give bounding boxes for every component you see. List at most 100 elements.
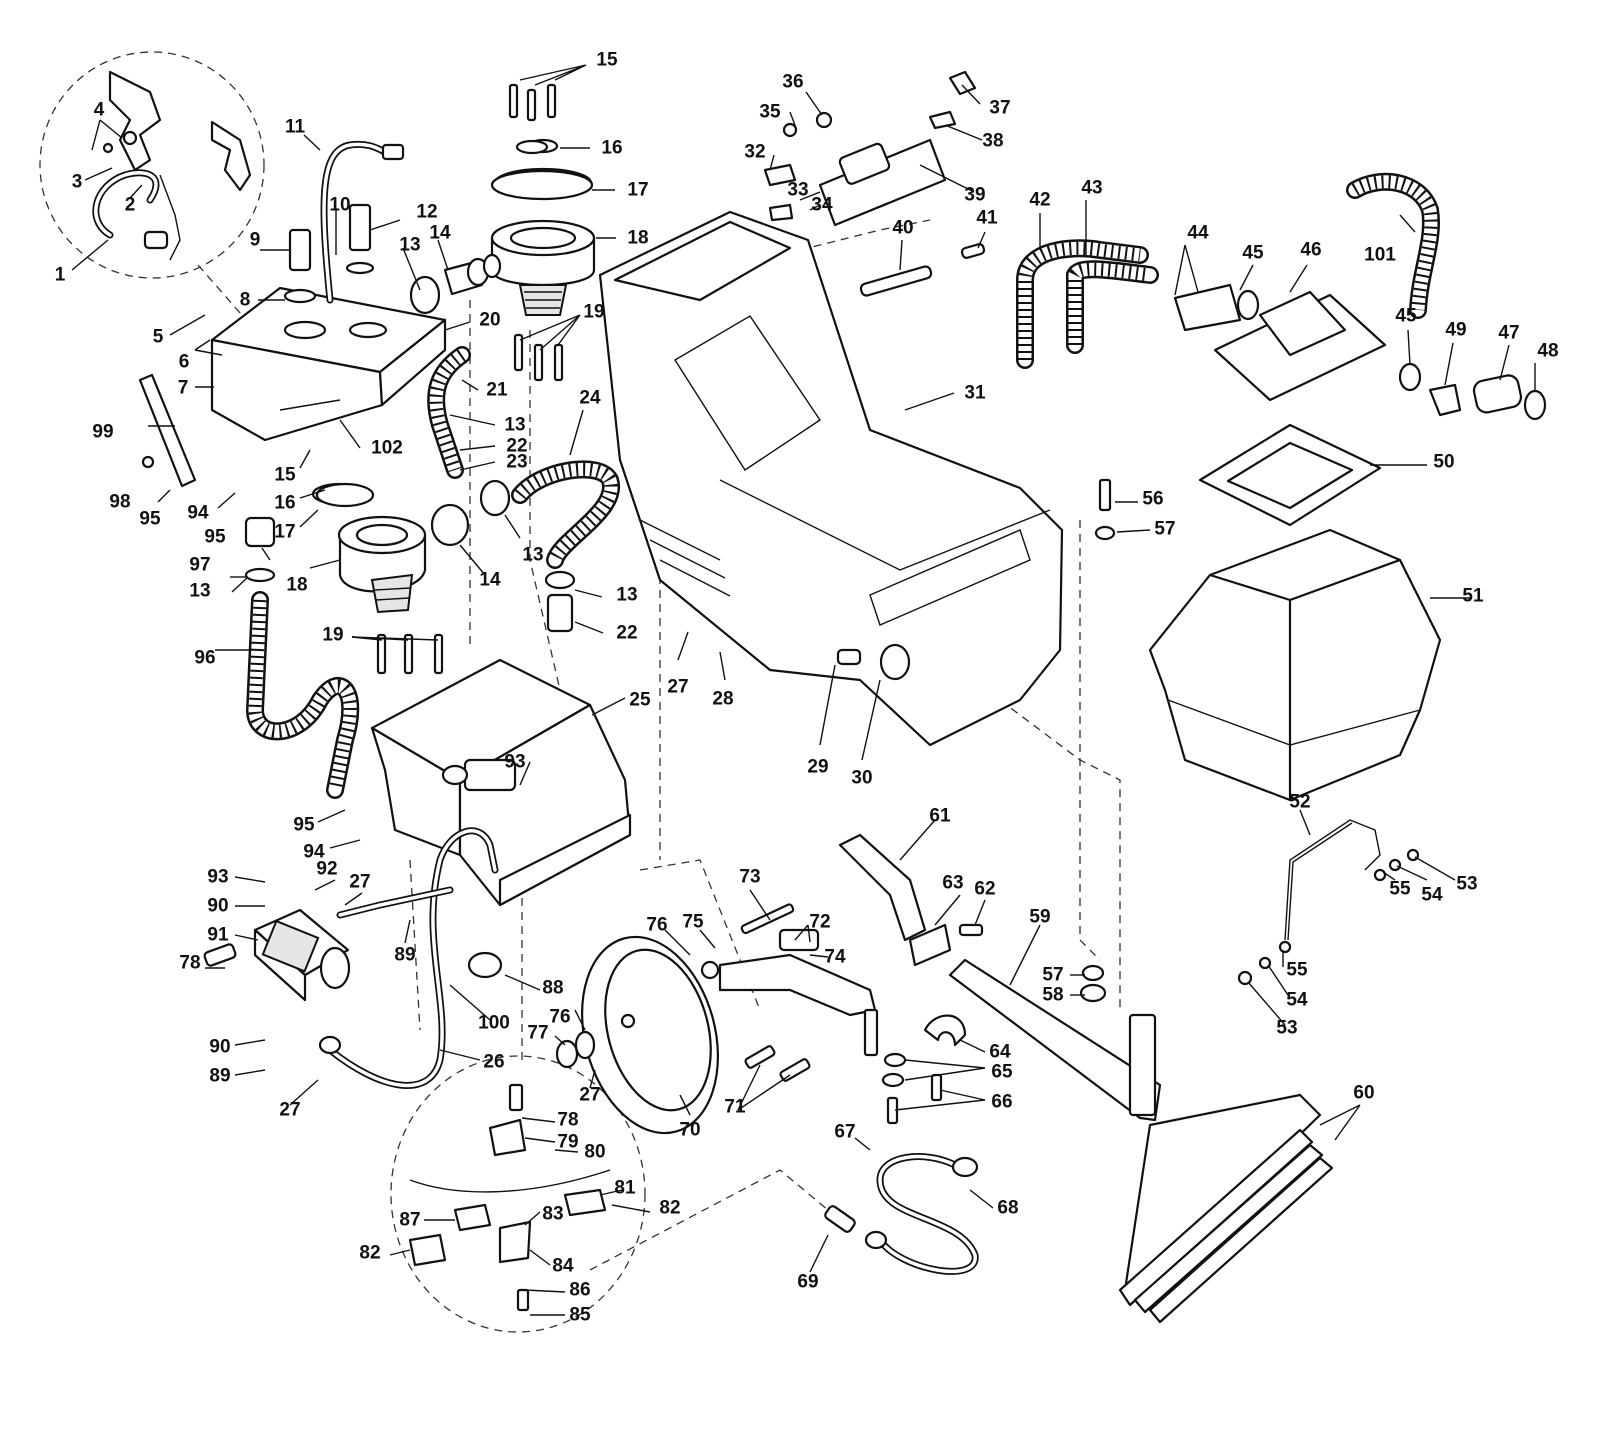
washer-65-b [881,1072,905,1088]
washer-76 [574,1030,596,1060]
washer-57 [1094,525,1116,541]
callout-86: 86 [569,1280,590,1301]
callout-89-b: 89 [209,1066,230,1087]
hoses-42-43 [1016,239,1159,369]
callout-85: 85 [569,1305,591,1326]
callout-94-b: 94 [303,842,325,863]
callout-71: 71 [724,1097,746,1118]
callout-55: 55 [1389,879,1411,900]
bolt-53-b [1237,970,1253,986]
callout-82-b: 82 [359,1243,380,1264]
callout-53: 53 [1456,874,1477,895]
callout-19: 19 [583,302,604,323]
callout-7: 7 [178,378,189,399]
callout-51: 51 [1462,586,1484,607]
callout-10: 10 [329,195,350,216]
washer-57-b [1081,964,1105,982]
callout-92: 92 [316,859,337,880]
screws-19-top [513,333,564,382]
rod-52 [1284,819,1381,941]
callout-90: 90 [207,896,228,917]
gasket-17-lower [315,482,375,508]
pump-housing-25 [370,658,632,907]
washer-88 [467,951,503,979]
axle-bracket [700,903,879,1057]
callout-45-b: 45 [1395,306,1417,327]
gasket-17-top [490,169,594,201]
bracket-61 [838,833,984,967]
bolt-66-a [886,1096,899,1125]
callout-57: 57 [1154,519,1175,540]
callout-79: 79 [557,1132,578,1153]
callout-6: 6 [179,352,190,373]
callout-40: 40 [892,218,913,239]
gasket-14-lower [430,503,470,547]
callout-8: 8 [240,290,251,311]
solution-tank-51 [1148,528,1442,802]
fitting-27-c [318,1035,342,1055]
callout-22: 22 [506,436,527,457]
callout-42: 42 [1029,190,1050,211]
gasket-16-top [515,139,549,155]
callout-91: 91 [207,925,229,946]
callout-82: 82 [659,1198,680,1219]
callout-62: 62 [974,879,995,900]
callout-35: 35 [759,102,781,123]
callout-95-b: 95 [204,527,226,548]
callout-44: 44 [1187,223,1209,244]
detail-circle-top-left [39,51,265,279]
callout-83: 83 [542,1204,563,1225]
coupling-13-mid [479,479,511,517]
callout-21: 21 [486,380,508,401]
callout-66: 66 [991,1092,1012,1113]
callout-15-b: 15 [274,465,296,486]
callout-34: 34 [811,195,833,216]
washer-55-a [1373,868,1387,882]
callout-3: 3 [72,172,83,193]
callout-64: 64 [989,1042,1011,1063]
fitting-97 [244,516,276,548]
callout-94: 94 [187,503,209,524]
clamp-64 [923,1014,967,1047]
callout-43: 43 [1081,178,1102,199]
rod-40 [859,265,933,297]
callout-1: 1 [55,265,66,286]
screws-71 [744,1045,811,1082]
bolt-56 [1098,478,1112,512]
callout-14-b: 14 [479,570,501,591]
callout-93-b: 93 [207,867,228,888]
callout-12: 12 [416,202,437,223]
callout-47: 47 [1498,323,1519,344]
screws-19-lower [376,633,444,675]
detail-circle-bottom [390,1055,646,1333]
callout-77: 77 [527,1023,548,1044]
callout-41: 41 [976,208,998,229]
callout-74: 74 [824,947,846,968]
callout-89: 89 [394,945,415,966]
washer-55-b [1278,940,1292,954]
fittings-45-48 [1398,362,1547,421]
callout-97: 97 [189,555,210,576]
screws-15-top [508,83,557,122]
callout-33: 33 [787,180,808,201]
callout-16: 16 [601,138,622,159]
callout-16-b: 16 [274,493,295,514]
callout-27-d: 27 [579,1085,600,1106]
lid-gasket-50 [1198,423,1382,527]
callout-13: 13 [399,235,420,256]
callout-90-b: 90 [209,1037,230,1058]
callout-labels: 1 2 3 4 5 6 7 8 9 10 11 12 13 14 15 16 1… [55,50,1559,1326]
callout-5: 5 [153,327,164,348]
callout-26: 26 [483,1052,504,1073]
callout-45: 45 [1242,243,1264,264]
callout-25: 25 [629,690,651,711]
mounting-plate [210,286,447,442]
callout-29: 29 [807,757,828,778]
fittings-top [283,140,405,304]
callout-59: 59 [1029,907,1050,928]
callout-49: 49 [1445,320,1466,341]
hose-101 [1346,172,1440,319]
callout-69: 69 [797,1272,818,1293]
callout-20: 20 [479,310,500,331]
coupling-13-b [544,570,576,590]
